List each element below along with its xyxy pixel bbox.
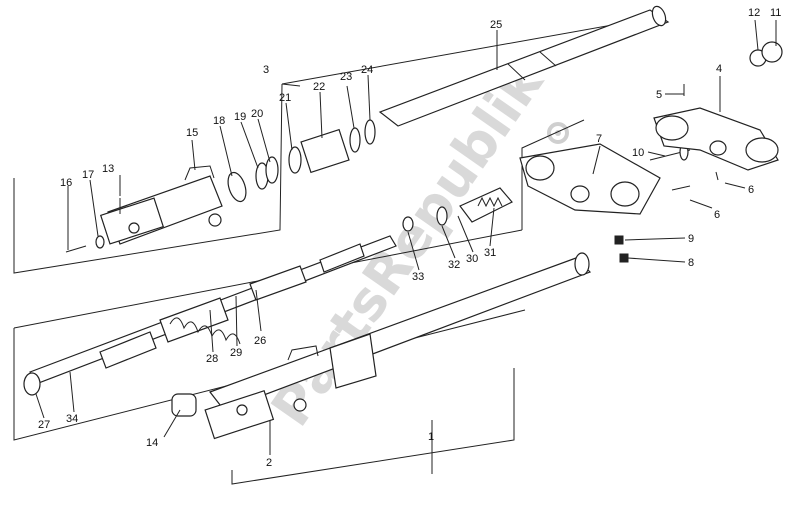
gear-watermark-icon [547, 122, 569, 144]
label-9: 9 [688, 233, 694, 245]
label-26: 26 [254, 335, 266, 347]
label-6a: 6 [748, 184, 754, 196]
leader-lines [35, 19, 777, 455]
label-8: 8 [688, 257, 694, 269]
label-15: 15 [186, 127, 198, 139]
label-13: 13 [102, 163, 114, 175]
steering-nut [749, 41, 783, 67]
label-1: 1 [428, 431, 434, 443]
label-32: 32 [448, 259, 460, 271]
label-24: 24 [361, 64, 373, 76]
label-11: 11 [770, 7, 781, 19]
cartridge [402, 187, 513, 232]
bracket-3 [13, 19, 641, 274]
lower-triple-clamp [519, 143, 661, 215]
label-14: 14 [146, 437, 158, 449]
label-10: 10 [632, 147, 644, 159]
label-7: 7 [596, 133, 602, 145]
label-33: 33 [412, 271, 424, 283]
label-4: 4 [716, 63, 722, 75]
label-21: 21 [279, 92, 291, 104]
damper-rod [23, 235, 397, 396]
upper-slider [99, 165, 223, 245]
bolts [65, 84, 719, 263]
label-19: 19 [234, 111, 246, 123]
lower-fork-leg [204, 252, 592, 440]
label-25: 25 [490, 19, 502, 31]
label-30: 30 [466, 253, 478, 265]
label-20: 20 [251, 108, 263, 120]
axle-spacer-14 [171, 393, 197, 417]
label-2: 2 [266, 457, 272, 469]
label-6b: 6 [714, 209, 720, 221]
damper-rings [227, 119, 376, 203]
label-31: 31 [484, 247, 496, 259]
spring-28 [169, 317, 241, 345]
label-27: 27 [38, 419, 50, 431]
upper-triple-clamp [653, 107, 779, 171]
label-22: 22 [313, 81, 325, 93]
label-34: 34 [66, 413, 78, 425]
upper-fork-tube [378, 5, 670, 127]
label-5: 5 [656, 89, 662, 101]
label-12: 12 [748, 7, 760, 19]
label-17: 17 [82, 169, 94, 181]
label-23: 23 [340, 71, 352, 83]
label-3: 3 [263, 64, 269, 76]
part-labels: 1 2 3 4 5 6 6 7 8 9 10 11 12 13 14 15 16… [38, 7, 781, 469]
label-18: 18 [213, 115, 225, 127]
label-28: 28 [206, 353, 218, 365]
label-29: 29 [230, 347, 242, 359]
label-16: 16 [60, 177, 72, 189]
